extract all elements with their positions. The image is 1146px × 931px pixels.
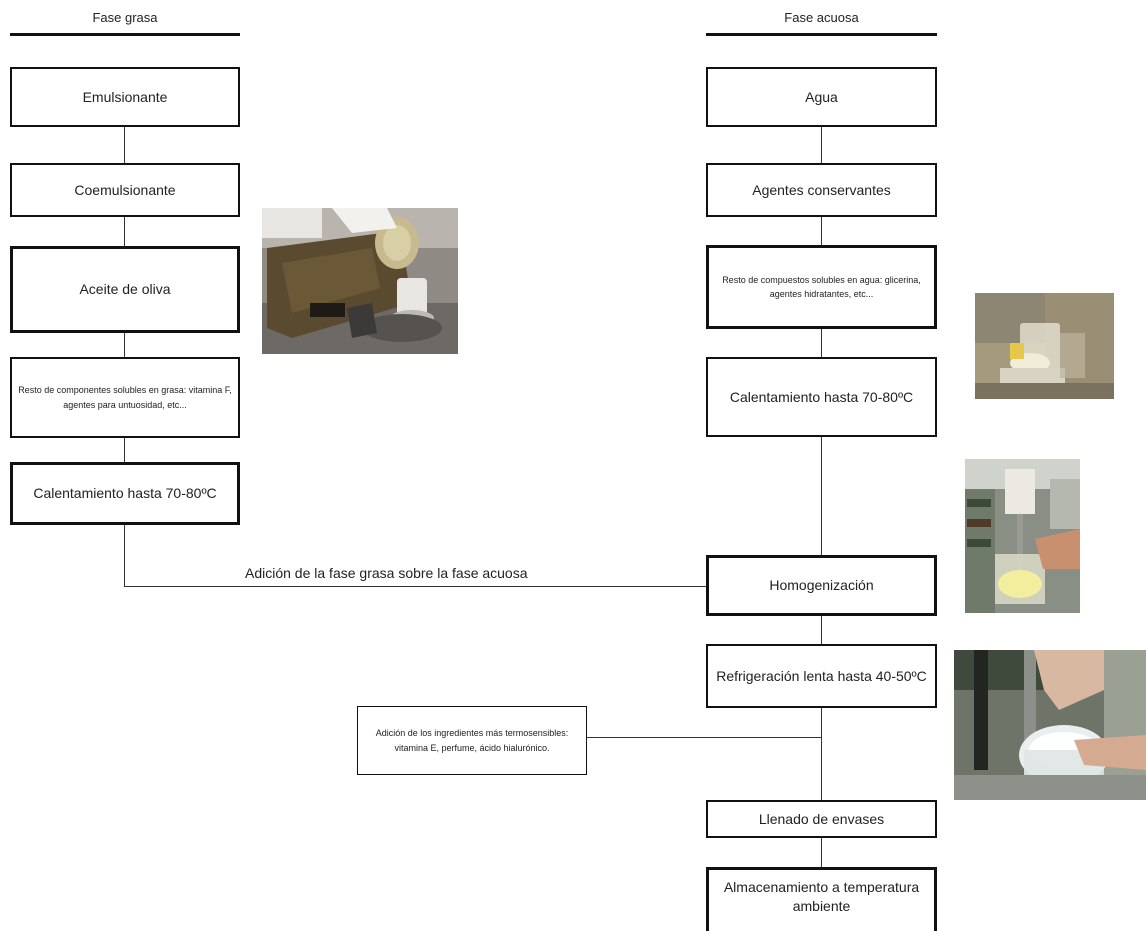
connector-right-6 — [821, 708, 822, 800]
photo-pouring-oil — [262, 208, 458, 354]
step-agua: Agua — [706, 67, 937, 127]
step-refrigeracion: Refrigeración lenta hasta 40-50ºC — [706, 644, 937, 708]
connector-left-3 — [124, 333, 125, 357]
connector-right-3 — [821, 329, 822, 357]
header-fase-grasa: Fase grasa — [92, 10, 158, 25]
connector-right-7 — [821, 838, 822, 867]
header-underline-left — [10, 33, 240, 36]
step-calentamiento-acuosa: Calentamiento hasta 70-80ºC — [706, 357, 937, 437]
connector-label-adicion: Adición de la fase grasa sobre la fase a… — [245, 565, 528, 581]
header-underline-right — [706, 33, 937, 36]
connector-left-1 — [124, 127, 125, 163]
step-llenado-envases: Llenado de envases — [706, 800, 937, 838]
connector-left-5 — [124, 525, 125, 586]
photo-mixing — [954, 650, 1146, 800]
step-emulsionante: Emulsionante — [10, 67, 240, 127]
connector-left-4 — [124, 438, 125, 462]
step-compuestos-solubles-agua: Resto de compuestos solubles en agua: gl… — [706, 245, 937, 329]
connector-left-2 — [124, 217, 125, 246]
step-calentamiento-grasa: Calentamiento hasta 70-80ºC — [10, 462, 240, 525]
header-fase-acuosa: Fase acuosa — [784, 10, 859, 25]
step-agentes-conservantes: Agentes conservantes — [706, 163, 937, 217]
connector-merge-horizontal — [124, 586, 706, 587]
side-note-termosensibles: Adición de los ingredientes más termosen… — [357, 706, 587, 775]
photo-beaker-scale — [975, 293, 1114, 399]
step-coemulsionante: Coemulsionante — [10, 163, 240, 217]
connector-right-5 — [821, 616, 822, 644]
step-aceite-de-oliva: Aceite de oliva — [10, 246, 240, 333]
connector-side-note — [587, 737, 821, 738]
connector-right-1 — [821, 127, 822, 163]
step-homogenizacion: Homogenización — [706, 555, 937, 616]
connector-right-4 — [821, 437, 822, 555]
connector-right-2 — [821, 217, 822, 245]
photo-homogenizer — [965, 459, 1080, 613]
step-almacenamiento: Almacenamiento a temperatura ambiente — [706, 867, 937, 931]
step-componentes-solubles-grasa: Resto de componentes solubles en grasa: … — [10, 357, 240, 438]
